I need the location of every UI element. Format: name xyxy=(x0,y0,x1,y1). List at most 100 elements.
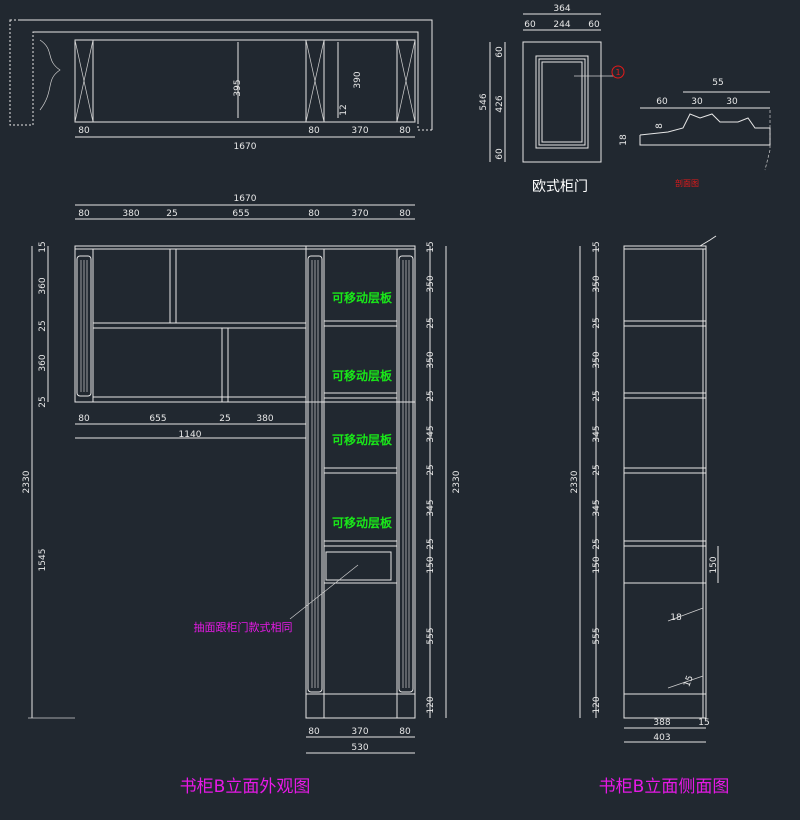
drawer-front xyxy=(325,551,392,581)
right-height-4: 350 xyxy=(426,351,436,368)
door-detail: 364 60 244 60 546 60 426 60 1 欧式柜门 剖面图 xyxy=(479,4,699,195)
door-top-part-3: 60 xyxy=(588,20,600,30)
side-height-3: 25 xyxy=(592,317,602,328)
right-height-11: 555 xyxy=(426,627,436,644)
door-top-total: 364 xyxy=(553,4,570,14)
side-kick: 15 xyxy=(682,674,695,688)
door-top-part-1: 60 xyxy=(524,20,536,30)
right-height-5: 25 xyxy=(426,390,436,401)
side-height-5: 25 xyxy=(592,390,602,401)
side-height-11: 555 xyxy=(592,627,602,644)
front-top-width-4: 655 xyxy=(232,209,249,219)
mid-width-1: 80 xyxy=(78,414,90,424)
front-top-width-7: 80 xyxy=(399,209,411,219)
front-top-width-2: 380 xyxy=(122,209,139,219)
front-elevation: 1670 80 380 25 655 80 370 80 xyxy=(22,194,462,797)
plan-width-4: 80 xyxy=(399,126,411,136)
door-panel-2 xyxy=(538,58,586,146)
side-height-4: 350 xyxy=(592,351,602,368)
left-height-360a: 360 xyxy=(38,277,48,294)
right-height-8: 345 xyxy=(426,499,436,516)
door-section-marker-label: 1 xyxy=(615,68,620,77)
right-height-9: 25 xyxy=(426,538,436,549)
left-fluted-column xyxy=(76,255,92,397)
door-outer-frame xyxy=(522,41,602,163)
right-height-1: 15 xyxy=(426,241,436,252)
profile-dim-60: 60 xyxy=(656,97,668,107)
side-height-7: 25 xyxy=(592,464,602,475)
side-body xyxy=(623,245,707,719)
front-top-width-5: 80 xyxy=(308,209,320,219)
side-height-10: 150 xyxy=(592,556,602,573)
right-height-7: 25 xyxy=(426,464,436,475)
side-title: 书柜B立面侧面图 xyxy=(599,777,730,797)
shelf-note-1: 可移动层板 xyxy=(332,290,393,305)
plan-view: 395 390 12 80 80 370 80 1670 xyxy=(9,19,433,152)
tall-unit xyxy=(305,245,416,719)
shelf-note-3: 可移动层板 xyxy=(332,432,393,447)
door-section-marker xyxy=(611,65,625,79)
plan-body xyxy=(74,39,416,123)
front-top-width-1: 80 xyxy=(78,209,90,219)
door-side-total: 546 xyxy=(479,93,489,110)
plan-total-width: 1670 xyxy=(234,142,257,152)
front-total-width: 1670 xyxy=(234,194,257,204)
side-thickness: 18 xyxy=(670,613,682,623)
right-fluted-columns xyxy=(307,255,414,693)
plan-width-1: 80 xyxy=(78,126,90,136)
plan-left-post xyxy=(74,39,94,123)
door-panel-1 xyxy=(535,55,589,149)
plan-height-2: 390 xyxy=(353,71,363,88)
shelf-note-4: 可移动层板 xyxy=(332,515,393,530)
plan-mid-post xyxy=(305,39,325,123)
side-height-2: 350 xyxy=(592,275,602,292)
front-top-width-3: 25 xyxy=(166,209,177,219)
shelf-note-2: 可移动层板 xyxy=(332,368,393,383)
left-lower-height: 1545 xyxy=(38,549,48,572)
bottom-total-width: 530 xyxy=(351,743,368,753)
right-height-2: 350 xyxy=(426,275,436,292)
door-side-part-1: 60 xyxy=(495,46,505,58)
mid-width-3: 25 xyxy=(219,414,230,424)
side-height-9: 25 xyxy=(592,538,602,549)
profile-dim-30a: 30 xyxy=(691,97,703,107)
left-height-25a: 25 xyxy=(38,320,48,331)
right-height-6: 345 xyxy=(426,425,436,442)
bottom-width-1: 80 xyxy=(308,727,320,737)
side-depth-2: 15 xyxy=(698,718,709,728)
door-title: 欧式柜门 xyxy=(532,179,588,195)
profile-dim-18: 18 xyxy=(619,134,629,146)
side-elevation: 15 350 25 350 25 345 25 345 25 150 555 1… xyxy=(570,235,730,797)
side-crown xyxy=(699,235,717,247)
plan-width-3: 370 xyxy=(351,126,368,136)
right-height-3: 25 xyxy=(426,317,436,328)
profile-section: 55 60 30 30 8 18 xyxy=(619,78,771,171)
bottom-width-2: 370 xyxy=(351,727,368,737)
right-height-10: 150 xyxy=(426,556,436,573)
left-height-25b: 25 xyxy=(38,396,48,407)
plan-height-1: 395 xyxy=(233,79,243,96)
section-label: 剖面图 xyxy=(675,178,699,188)
bottom-width-3: 80 xyxy=(399,727,411,737)
side-drawer-height: 150 xyxy=(709,556,719,573)
side-height-1: 15 xyxy=(592,241,602,252)
profile-dim-8: 8 xyxy=(655,123,665,129)
side-total-height: 2330 xyxy=(570,470,580,493)
plan-width-2: 80 xyxy=(308,126,320,136)
side-depth-1: 388 xyxy=(653,718,670,728)
front-title: 书柜B立面外观图 xyxy=(180,777,311,797)
door-side-part-2: 426 xyxy=(495,95,505,112)
plan-hatched-wall xyxy=(9,19,433,131)
left-height-15: 15 xyxy=(38,241,48,252)
mid-total-width: 1140 xyxy=(179,430,202,440)
profile-dim-55: 55 xyxy=(712,78,723,88)
door-top-part-2: 244 xyxy=(553,20,570,30)
side-depth-total: 403 xyxy=(653,733,670,743)
right-height-12: 120 xyxy=(426,696,436,713)
side-height-6: 345 xyxy=(592,425,602,442)
right-total-height: 2330 xyxy=(452,470,462,493)
side-height-12: 120 xyxy=(592,696,602,713)
mid-width-2: 655 xyxy=(149,414,166,424)
plan-wall-outline xyxy=(20,19,433,130)
